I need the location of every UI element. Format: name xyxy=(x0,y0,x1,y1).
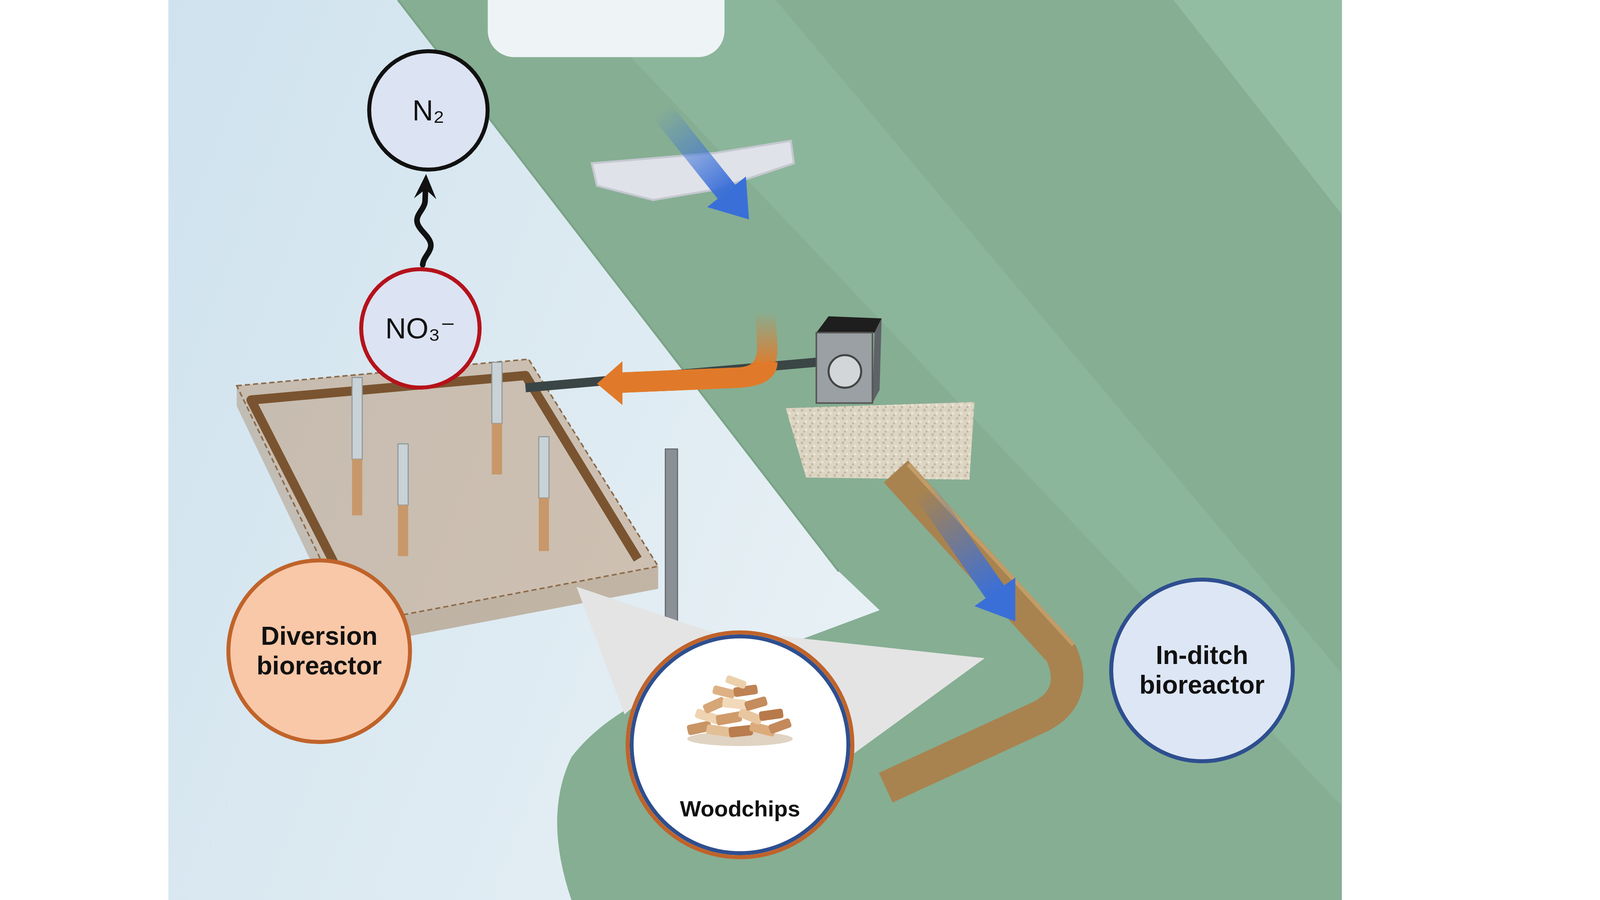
chip xyxy=(724,674,748,690)
chip xyxy=(728,724,754,738)
node-label: NO₃⁻ xyxy=(385,312,456,346)
in-ditch-bed xyxy=(885,471,1068,788)
node-label: In-ditch bioreactor xyxy=(1128,640,1277,700)
reaction-arrow xyxy=(414,174,437,265)
chip xyxy=(768,717,793,735)
gravel-pad xyxy=(785,402,975,480)
pump-port xyxy=(828,355,862,388)
chip xyxy=(712,685,736,700)
text-wrap: Woodchips xyxy=(629,796,851,822)
diversion-pipe xyxy=(525,362,817,388)
road-notch xyxy=(487,0,725,58)
chip xyxy=(758,708,784,722)
woodchip-pile xyxy=(676,670,804,750)
bioreactor-label-circle: In-ditch bioreactor xyxy=(1109,577,1295,764)
well-screen xyxy=(398,505,409,557)
well-screen xyxy=(492,423,503,475)
sampling-wells xyxy=(352,362,549,557)
pump-top xyxy=(816,316,882,333)
pump-box xyxy=(816,332,873,404)
chip xyxy=(722,697,747,710)
in-ditch-edge xyxy=(908,464,1074,646)
ditch-bank xyxy=(398,0,1342,900)
diversion-flow-arrow xyxy=(620,311,768,383)
node-label: Woodchips xyxy=(680,796,801,822)
well-tube xyxy=(398,444,409,506)
node-label: N₂ xyxy=(412,94,445,128)
flow-arrow xyxy=(923,489,996,592)
flow-arrow-head xyxy=(707,176,750,220)
squiggle-line xyxy=(416,191,431,265)
arrow-head xyxy=(414,174,437,200)
pump-side xyxy=(872,318,882,404)
flow-arrow-head xyxy=(974,577,1016,622)
bioreactor-label-circle: Diversion bioreactor xyxy=(226,558,412,744)
flow-arrow xyxy=(661,110,727,192)
well-tube xyxy=(538,436,550,498)
text-wrap: N₂ xyxy=(371,94,486,128)
ground xyxy=(168,0,1342,900)
text-wrap: In-ditch bioreactor xyxy=(1113,640,1291,700)
chip xyxy=(715,711,743,726)
ditch-side xyxy=(1173,0,1342,215)
text-wrap: Diversion bioreactor xyxy=(230,621,408,681)
well-tube xyxy=(492,362,503,424)
well-screen xyxy=(352,459,363,516)
chip xyxy=(744,696,768,712)
diversion-flow-arrow xyxy=(620,362,768,383)
molecule-circle: NO₃⁻ xyxy=(359,267,482,390)
node-label: Diversion bioreactor xyxy=(245,621,394,681)
text-wrap: NO₃⁻ xyxy=(363,312,478,346)
outlet-standpipe xyxy=(665,448,678,633)
well-tube xyxy=(352,377,363,460)
diversion-flow-head xyxy=(596,361,623,406)
molecule-circle: N₂ xyxy=(367,49,490,172)
well-screen xyxy=(538,498,550,552)
